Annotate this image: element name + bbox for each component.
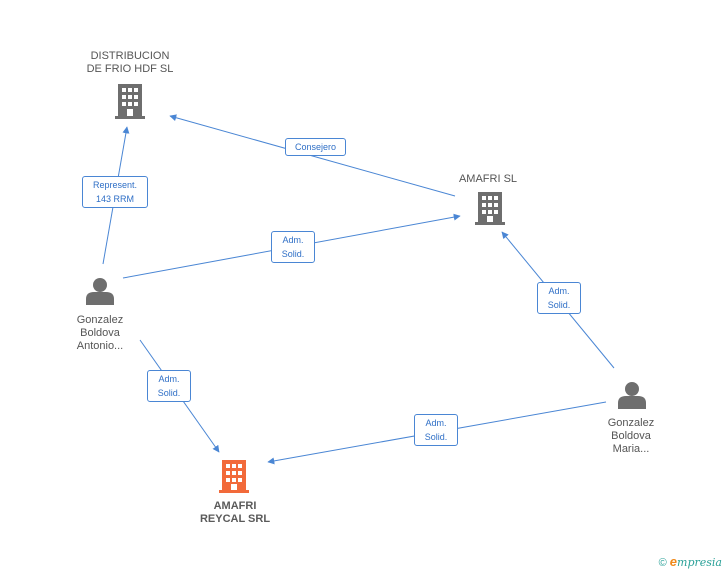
- edge-label-adm-antonio-amafri: Adm. Solid.: [271, 231, 315, 263]
- person-icon: [86, 278, 114, 305]
- edge-label-adm-maria-amafri: Adm. Solid.: [537, 282, 581, 314]
- edge-label-consejero: Consejero: [285, 138, 346, 156]
- empresia-logo: © empresia: [659, 554, 722, 569]
- node-label-gonzalez-antonio[interactable]: Gonzalez Boldova Antonio...: [76, 314, 124, 352]
- brand-name: mpresia: [677, 556, 722, 569]
- edge-label-represent: Represent. 143 RRM: [82, 176, 148, 208]
- edge-label-adm-maria-reycal: Adm. Solid.: [414, 414, 458, 446]
- node-label-gonzalez-maria[interactable]: Gonzalez Boldova Maria...: [607, 417, 655, 455]
- node-label-distribucion[interactable]: DISTRIBUCION DE FRIO HDF SL: [86, 50, 174, 75]
- brand-initial: e: [669, 554, 678, 569]
- person-icon: [618, 382, 646, 409]
- edge-consejero: [169, 114, 456, 197]
- node-label-amafri-reycal[interactable]: AMAFRI REYCAL SRL: [199, 500, 271, 525]
- node-label-amafri-sl[interactable]: AMAFRI SL: [458, 173, 518, 185]
- building-icon-highlighted: [219, 460, 249, 493]
- building-icon: [115, 84, 145, 119]
- edge-label-adm-antonio-reycal: Adm. Solid.: [147, 370, 191, 402]
- copyright-icon: ©: [658, 557, 667, 569]
- building-icon: [475, 192, 505, 225]
